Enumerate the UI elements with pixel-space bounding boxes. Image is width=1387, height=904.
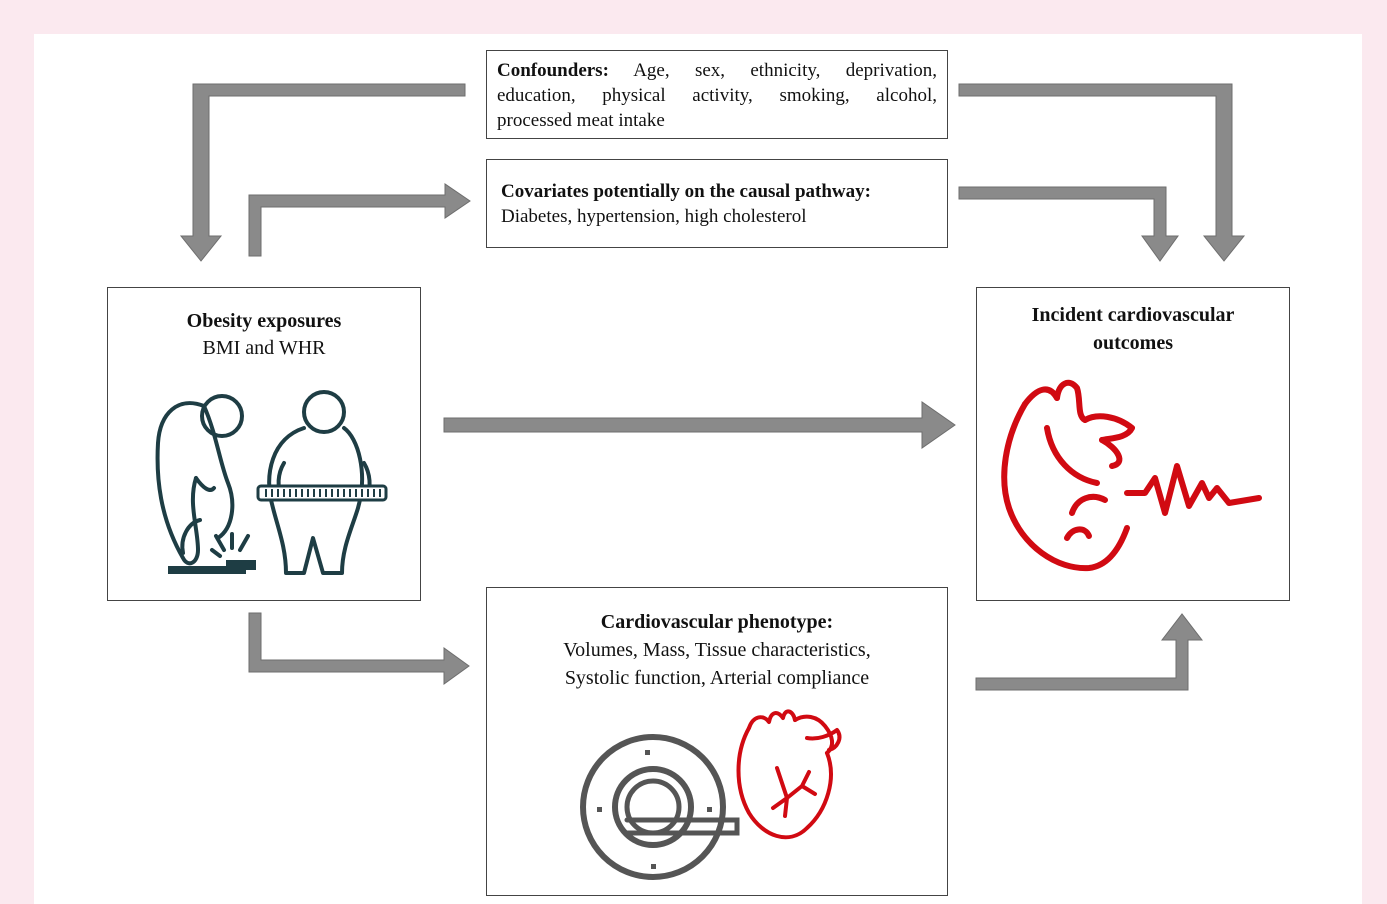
phenotype-line2: Systolic function, Arterial compliance — [564, 667, 870, 689]
measuring-tape-icon — [256, 484, 388, 502]
obese-people-icon — [155, 390, 388, 575]
confounders-title: Confounders: — [497, 60, 609, 81]
arrow-covariates-to-outcomes — [958, 186, 1179, 262]
arrow-obesity-to-outcomes — [443, 401, 956, 449]
confounders-box: Confounders: Age, sex, ethnicity, depriv… — [486, 50, 948, 139]
confounders-line2: education, physical activity, smoking, a… — [497, 85, 937, 106]
phenotype-box: Cardiovascular phenotype: Volumes, Mass,… — [486, 587, 948, 896]
covariates-text: Diabetes, hypertension, high cholesterol — [501, 206, 807, 227]
arrow-phenotype-to-outcomes — [975, 613, 1204, 691]
mri-scanner-icon — [580, 734, 740, 880]
obesity-title: Obesity exposures — [186, 310, 342, 332]
confounders-list-1: Age, sex, ethnicity, deprivation, — [633, 60, 937, 81]
outcomes-box: Incident cardiovascular outcomes — [976, 287, 1290, 601]
arrow-obesity-to-covariates — [248, 183, 471, 257]
phenotype-icons — [580, 709, 842, 880]
phenotype-title: Cardiovascular phenotype: — [600, 611, 834, 633]
heart-ecg-icon — [1001, 379, 1262, 572]
covariates-box: Covariates potentially on the causal pat… — [486, 159, 948, 248]
covariates-title: Covariates potentially on the causal pat… — [501, 181, 871, 202]
arrow-confounders-to-outcomes — [958, 83, 1246, 262]
arrow-obesity-to-phenotype — [248, 612, 470, 685]
outcomes-title-line2: outcomes — [1093, 332, 1173, 354]
heart-icon — [736, 709, 842, 840]
scale-icon — [168, 566, 246, 574]
confounders-line1: Confounders: Age, sex, ethnicity, depriv… — [497, 58, 937, 83]
confounders-line3: processed meat intake — [497, 110, 665, 131]
obesity-subtitle: BMI and WHR — [202, 337, 326, 359]
arrow-confounders-to-obesity — [179, 83, 466, 262]
phenotype-line1: Volumes, Mass, Tissue characteristics, — [563, 639, 871, 661]
obesity-exposures-box: Obesity exposures BMI and WHR — [107, 287, 421, 601]
outcomes-title-line1: Incident cardiovascular — [1031, 304, 1235, 326]
